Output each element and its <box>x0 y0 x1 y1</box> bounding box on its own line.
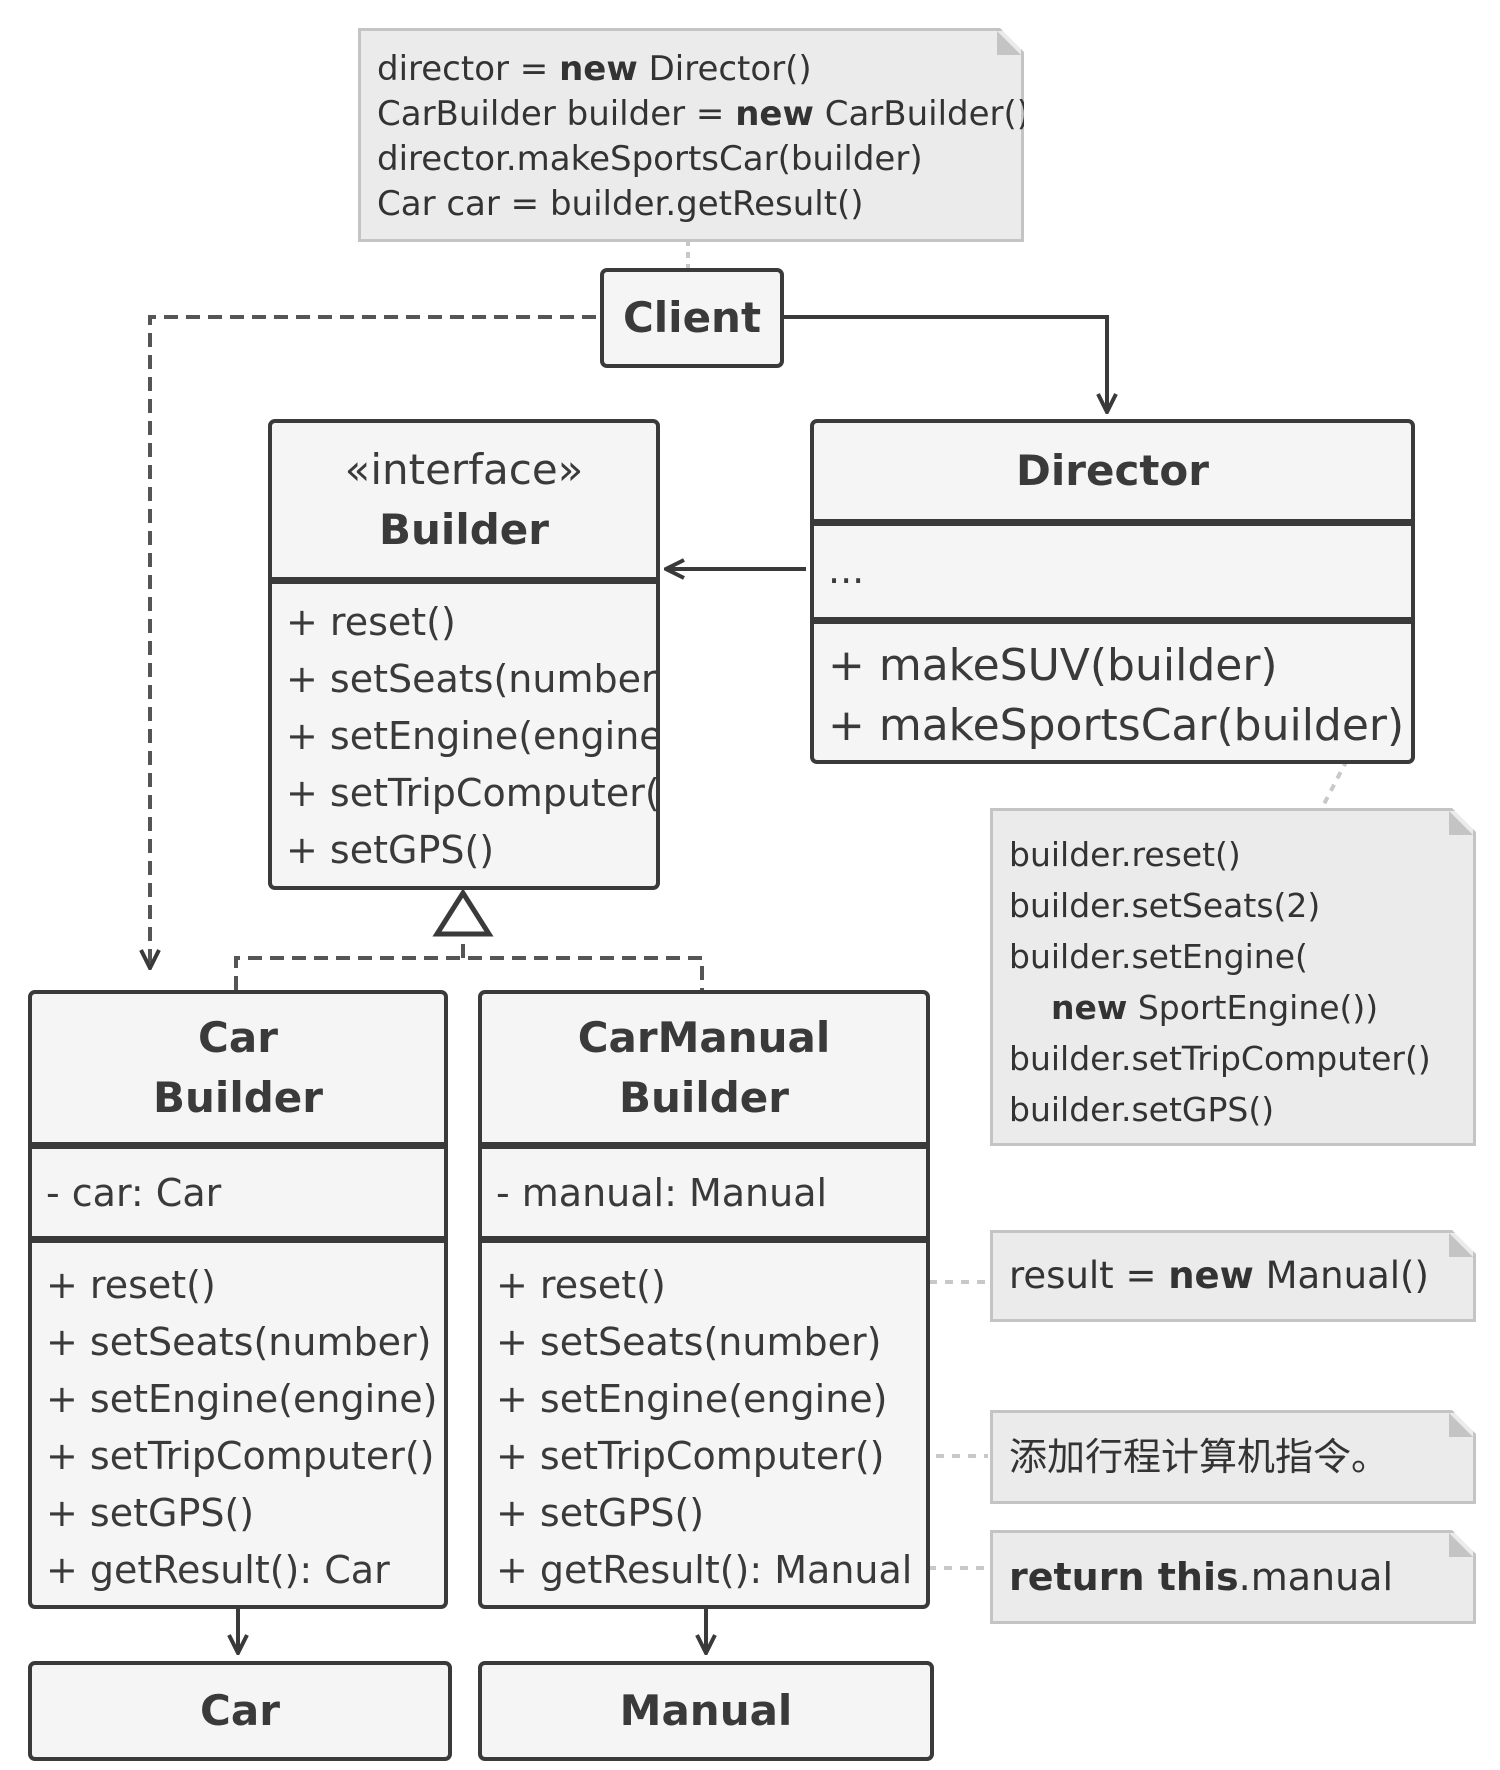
client-code-line-4: Car car = builder.getResult() <box>377 184 864 224</box>
sports-engine-text: SportEngine()) <box>1127 988 1379 1027</box>
manual-result-rest: .manual <box>1238 1555 1394 1599</box>
car-builder-fields: - car: Car <box>32 1142 444 1236</box>
car-builder-method: + reset() <box>46 1263 216 1307</box>
director-method: + makeSUV(builder) <box>828 640 1278 691</box>
client-code-note: director = new Director() CarBuilder bui… <box>358 28 1024 242</box>
note-fold-icon <box>1449 811 1473 835</box>
trip-computer-note: 添加行程计算机指令。 <box>990 1410 1476 1504</box>
client-code-line-2: CarBuilder builder = new CarBuilder() <box>377 94 1031 134</box>
sports-car-code-note: builder.reset() builder.setSeats(2) buil… <box>990 808 1476 1146</box>
director-title: Director <box>1016 446 1209 495</box>
builder-interface: «interface» Builder + reset() + setSeats… <box>268 419 660 890</box>
client-to-director-association <box>780 315 1107 412</box>
car-builder-methods: + reset() + setSeats(number) + setEngine… <box>32 1236 444 1605</box>
car-manual-builder-method: + getResult(): Manual <box>496 1548 913 1592</box>
manual-reset-text: result = new Manual() <box>1009 1254 1429 1297</box>
car-manual-builder-header: CarManual Builder <box>482 994 926 1142</box>
keyword-new: new <box>1051 988 1128 1027</box>
car-manual-builder-class: CarManual Builder - manual: Manual + res… <box>478 990 930 1609</box>
builder-header: «interface» Builder <box>272 423 656 577</box>
note-fold-icon <box>1449 1413 1473 1437</box>
director-fields-ellipsis: ... <box>828 548 865 592</box>
car-builder-method: + setSeats(number) <box>46 1320 432 1364</box>
car-manual-builder-field: - manual: Manual <box>496 1171 828 1215</box>
director-header: Director <box>814 423 1411 519</box>
car-builder-title-line1: Car <box>198 1013 278 1062</box>
car-builder-field: - car: Car <box>46 1171 222 1215</box>
car-manual-builder-fields: - manual: Manual <box>482 1142 926 1236</box>
manual-result-note: return this.manual <box>990 1530 1476 1624</box>
car-builder-method: + setGPS() <box>46 1491 255 1535</box>
client-code-line-3: director.makeSportsCar(builder) <box>377 139 923 179</box>
builder-methods: + reset() + setSeats(number) + setEngine… <box>272 577 656 886</box>
car-manual-builder-method: + setGPS() <box>496 1491 705 1535</box>
sports-car-line-4: new SportEngine()) <box>1009 982 1473 1033</box>
client-code-line-1: director = new Director() <box>377 49 812 89</box>
builder-method: + setGPS() <box>286 828 495 872</box>
keyword-new: new <box>735 94 814 134</box>
builder-stereotype: «interface» <box>344 445 584 494</box>
car-class: Car <box>28 1661 452 1761</box>
car-header: Car <box>32 1665 448 1757</box>
director-class: Director ... + makeSUV(builder) + makeSp… <box>810 419 1415 764</box>
trip-computer-text: 添加行程计算机指令。 <box>1009 1435 1390 1479</box>
builder-method: + setEngine(engine) <box>286 714 660 758</box>
car-manual-builder-method: + setSeats(number) <box>496 1320 882 1364</box>
note-fold-icon <box>1449 1533 1473 1557</box>
builder-title: Builder <box>379 505 549 554</box>
car-manual-builder-methods: + reset() + setSeats(number) + setEngine… <box>482 1236 926 1605</box>
manual-reset-note: result = new Manual() <box>990 1230 1476 1322</box>
sports-car-line-2: builder.setSeats(2) <box>1009 886 1321 925</box>
car-builder-method: + setEngine(engine) <box>46 1377 438 1421</box>
car-builder-method: + setTripComputer() <box>46 1434 435 1478</box>
note-fold-icon <box>1449 1233 1473 1257</box>
car-builder-title-line2: Builder <box>153 1073 323 1122</box>
builder-method: + setTripComputer() <box>286 771 660 815</box>
return-this-keywords: return this <box>1009 1555 1239 1599</box>
note-fold-icon <box>997 31 1021 55</box>
builder-method: + setSeats(number) <box>286 657 660 701</box>
car-title: Car <box>200 1686 280 1735</box>
car-manual-builder-title-line2: Builder <box>619 1073 789 1122</box>
builder-method: + reset() <box>286 600 456 644</box>
manual-result-line: return this.manual <box>1009 1555 1473 1600</box>
keyword-new: new <box>559 49 638 89</box>
director-method: + makeSportsCar(builder) <box>828 700 1405 751</box>
client-class: Client <box>600 268 784 368</box>
keyword-new: new <box>1168 1254 1254 1297</box>
sports-car-line-3: builder.setEngine( <box>1009 937 1308 976</box>
sports-car-line-1: builder.reset() <box>1009 835 1241 874</box>
realization-lines <box>234 940 704 990</box>
car-manual-builder-method: + setEngine(engine) <box>496 1377 888 1421</box>
client-title: Client <box>622 293 762 342</box>
manual-header: Manual <box>482 1665 930 1757</box>
realization-triangle <box>432 888 494 937</box>
client-to-carbuilder-dependency <box>150 315 596 968</box>
car-manual-builder-method: + setTripComputer() <box>496 1434 885 1478</box>
car-builder-class: Car Builder - car: Car + reset() + setSe… <box>28 990 448 1609</box>
manual-title: Manual <box>619 1686 793 1735</box>
sports-car-line-5: builder.setTripComputer() <box>1009 1039 1431 1078</box>
car-manual-builder-method: + reset() <box>496 1263 666 1307</box>
client-header: Client <box>604 272 780 364</box>
director-methods: + makeSUV(builder) + makeSportsCar(build… <box>814 617 1411 760</box>
car-manual-builder-title-line1: CarManual <box>577 1013 831 1062</box>
sports-car-line-6: builder.setGPS() <box>1009 1090 1275 1129</box>
manual-class: Manual <box>478 1661 934 1761</box>
car-builder-header: Car Builder <box>32 994 444 1142</box>
car-builder-method: + getResult(): Car <box>46 1548 390 1592</box>
director-fields: ... <box>814 519 1411 617</box>
